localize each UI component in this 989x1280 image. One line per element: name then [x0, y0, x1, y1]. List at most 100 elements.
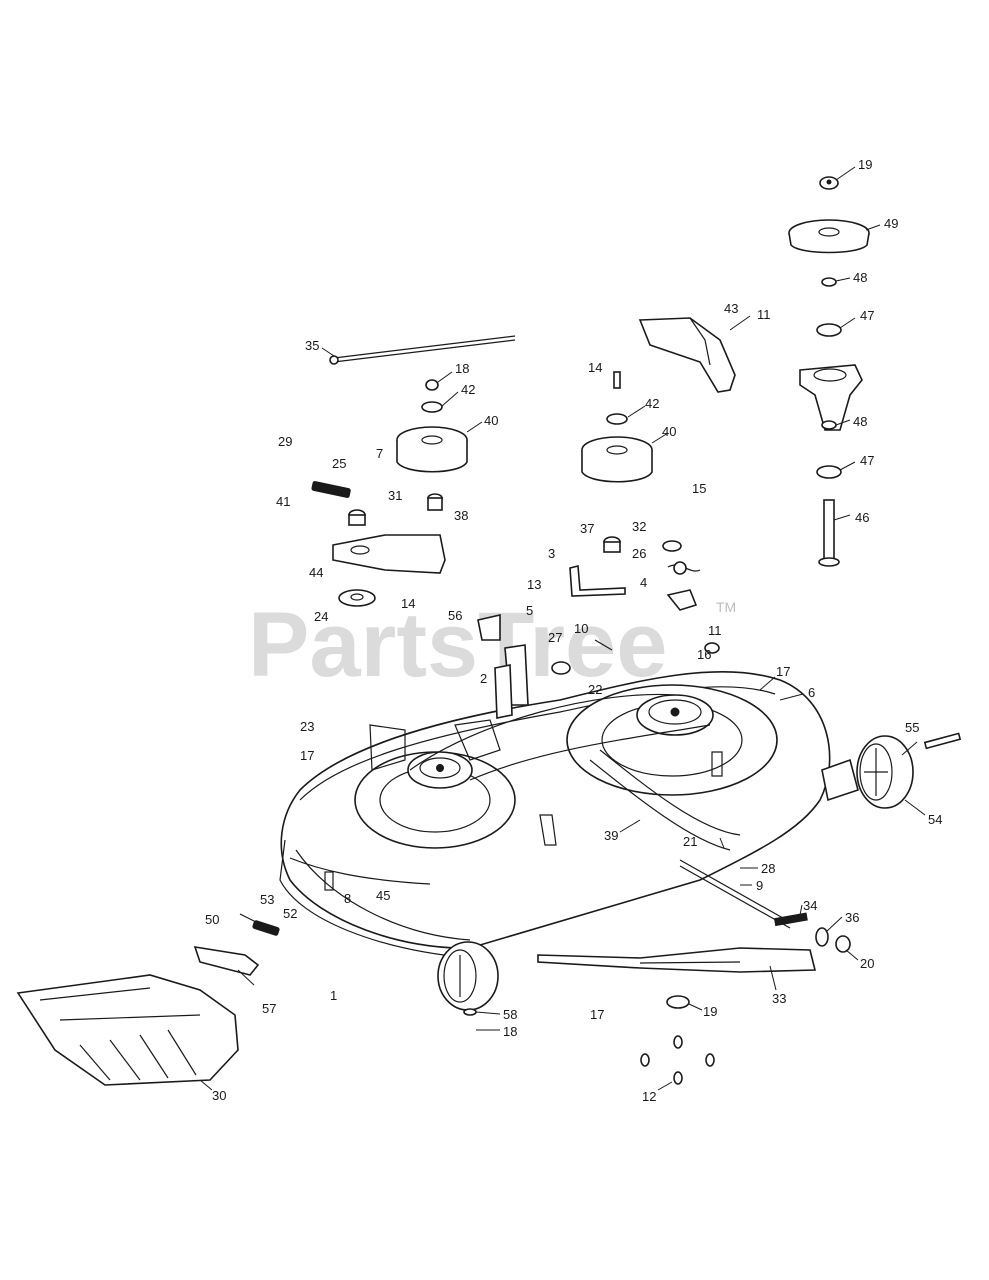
- spindle-housing: [799, 364, 863, 431]
- callout-11-lower: 11: [708, 623, 722, 638]
- nut-19-bottom: [666, 995, 690, 1009]
- watermark-text: PartsTree: [248, 594, 667, 696]
- leader-lines: [199, 166, 926, 1091]
- callout-40: 40: [484, 413, 498, 428]
- bracket-57: [193, 946, 260, 976]
- nut-16: [704, 642, 720, 654]
- bracket-43: [638, 317, 736, 393]
- deck-pulley-left: [407, 751, 473, 789]
- idler-arm-44: [332, 534, 446, 574]
- spring-52: [239, 913, 280, 936]
- callout-5: 5: [526, 603, 533, 618]
- discharge-chute-30: [16, 974, 239, 1086]
- bracket-4: [666, 589, 698, 611]
- callout-29: 29: [278, 434, 292, 449]
- bolts-12: [640, 1035, 715, 1085]
- nut-18-top: [425, 379, 439, 391]
- callout-37: 37: [580, 521, 594, 536]
- spindle-pulley-49: [788, 219, 870, 254]
- wheel-bracket-right: [821, 758, 859, 802]
- brackets-5: [477, 613, 529, 719]
- idler-pulley-40-center: [581, 436, 653, 483]
- callout-41: 41: [276, 494, 290, 509]
- callout-23: 23: [300, 719, 314, 734]
- spring-26: [667, 561, 701, 575]
- callout-35: 35: [305, 338, 319, 353]
- callout-8: 8: [344, 891, 351, 906]
- callout-2: 2: [480, 671, 487, 686]
- callout-18: 18: [455, 361, 469, 376]
- callout-42-center: 42: [645, 396, 659, 411]
- idler-pulley-40-left: [396, 426, 468, 473]
- bolt-14-top: [613, 371, 621, 389]
- callout-40-center: 40: [662, 424, 676, 439]
- callout-47: 47: [860, 308, 874, 323]
- lift-handle-33: [537, 947, 817, 973]
- callout-18-lower: 18: [503, 1024, 517, 1039]
- callout-6: 6: [808, 685, 815, 700]
- spindle-shaft-46: [818, 499, 840, 567]
- nut-19-top: [819, 176, 839, 190]
- callout-25: 25: [332, 456, 346, 471]
- rod-35: [329, 335, 516, 365]
- callout-48: 48: [853, 270, 867, 285]
- bearing-47-bottom: [816, 465, 842, 479]
- callout-28: 28: [761, 861, 775, 876]
- callout-1: 1: [330, 988, 337, 1003]
- callout-10: 10: [574, 621, 588, 636]
- callout-42: 42: [461, 382, 475, 397]
- deck-pulley-right: [636, 694, 714, 736]
- callout-14: 14: [588, 360, 602, 375]
- callout-38: 38: [454, 508, 468, 523]
- callout-16: 16: [697, 647, 711, 662]
- callout-31: 31: [388, 488, 402, 503]
- bolt-10: [594, 639, 613, 651]
- callout-46: 46: [855, 510, 869, 525]
- callout-44: 44: [309, 565, 323, 580]
- callout-54: 54: [928, 812, 942, 827]
- washer-58: [463, 1008, 477, 1016]
- spring-25: [311, 481, 351, 498]
- callout-43: 43: [724, 301, 738, 316]
- callout-20: 20: [860, 956, 874, 971]
- callout-56: 56: [448, 608, 462, 623]
- watermark: PartsTree TM: [248, 594, 736, 696]
- callout-33: 33: [772, 991, 786, 1006]
- washer-48-top: [821, 277, 837, 287]
- washer-32: [662, 540, 682, 552]
- callout-27: 27: [548, 630, 562, 645]
- callout-21: 21: [683, 834, 697, 849]
- callout-34: 34: [803, 898, 817, 913]
- callout-55: 55: [905, 720, 919, 735]
- nut-20: [835, 935, 851, 953]
- callout-49: 49: [884, 216, 898, 231]
- callout-39: 39: [604, 828, 618, 843]
- callout-22: 22: [588, 682, 602, 697]
- callout-17: 17: [776, 664, 790, 679]
- watermark-trademark: TM: [716, 599, 736, 615]
- callout-17-lower: 17: [590, 1007, 604, 1022]
- callout-labels: 19 49 48 47 43 11 48 47 46 35 18 42 40 1…: [205, 157, 942, 1104]
- callout-15: 15: [692, 481, 706, 496]
- pulley-22: [551, 661, 571, 675]
- callout-11: 11: [757, 307, 771, 322]
- callout-50: 50: [205, 912, 219, 927]
- bolt-55: [923, 732, 962, 750]
- callout-58: 58: [503, 1007, 517, 1022]
- washer-42-center: [606, 413, 628, 425]
- pulley-24: [338, 589, 376, 607]
- callout-52: 52: [283, 906, 297, 921]
- callout-4: 4: [640, 575, 647, 590]
- callout-48-lower: 48: [853, 414, 867, 429]
- washer-36: [815, 927, 829, 947]
- washer-48-bottom: [821, 420, 837, 430]
- callout-12: 12: [642, 1089, 656, 1104]
- deck-housing: [279, 670, 831, 959]
- spacer-31: [348, 509, 366, 526]
- callout-3: 3: [548, 546, 555, 561]
- callout-24: 24: [314, 609, 328, 624]
- callout-19: 19: [858, 157, 872, 172]
- spacer-37: [603, 536, 621, 553]
- front-gauge-wheel: [437, 941, 499, 1011]
- callout-9: 9: [756, 878, 763, 893]
